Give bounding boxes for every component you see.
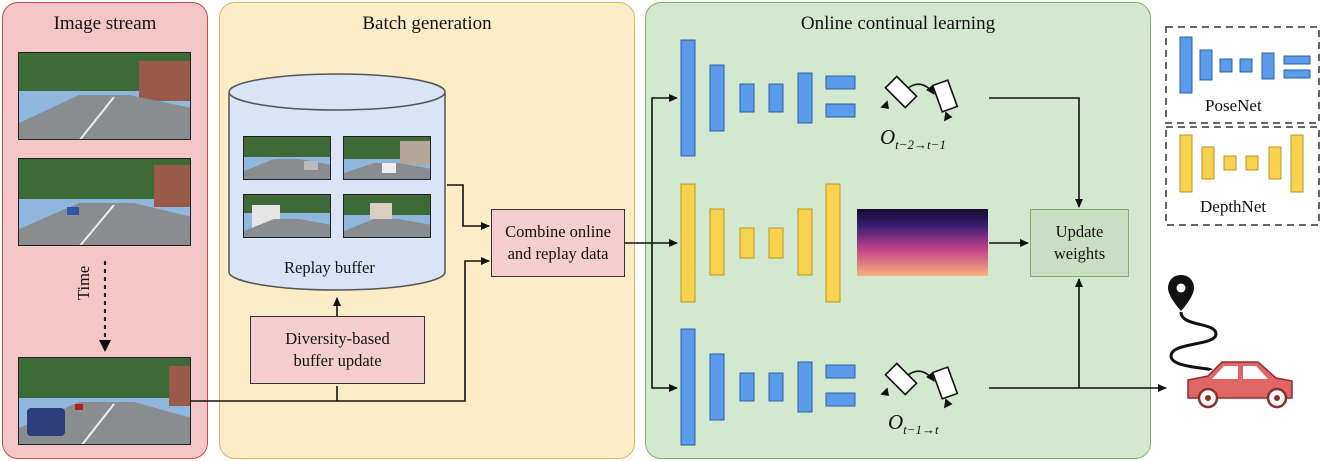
stream-frame-1	[18, 52, 191, 140]
legend-posenet-label: PoseNet	[1205, 96, 1262, 115]
update-weights-box: Update weights	[1030, 209, 1129, 277]
combine-data-box: Combine online and replay data	[491, 209, 625, 277]
diversity-buffer-update-box: Diversity-based buffer update	[250, 316, 425, 384]
camera-pose-icon-bottom	[880, 362, 959, 409]
car-icon	[1187, 361, 1293, 409]
camera-pose-icon-top	[880, 75, 959, 122]
online-learning-title: Online continual learning	[800, 13, 996, 34]
buffer-image-2	[343, 136, 431, 180]
posenet-bottom	[680, 328, 856, 446]
pose-label-top: Ot−2→t−1	[880, 125, 946, 153]
depth-map-image	[857, 209, 988, 276]
legend-depthnet-label: DepthNet	[1200, 197, 1267, 216]
buffer-image-4	[343, 194, 431, 238]
stream-frame-3	[18, 357, 191, 445]
buffer-image-1	[243, 136, 331, 180]
legend-depthnet-icon	[1179, 134, 1304, 193]
location-pin-icon	[1168, 275, 1218, 372]
image-stream-title: Image stream	[53, 13, 157, 34]
depthnet-middle	[680, 183, 841, 303]
replay-buffer-label: Replay buffer	[284, 258, 375, 277]
stream-frame-2	[18, 158, 191, 246]
legend-posenet-icon	[1179, 36, 1311, 94]
buffer-image-3	[243, 194, 331, 238]
batch-generation-title: Batch generation	[362, 13, 492, 34]
posenet-top	[680, 39, 856, 157]
pose-label-bottom: Ot−1→t	[888, 410, 939, 438]
